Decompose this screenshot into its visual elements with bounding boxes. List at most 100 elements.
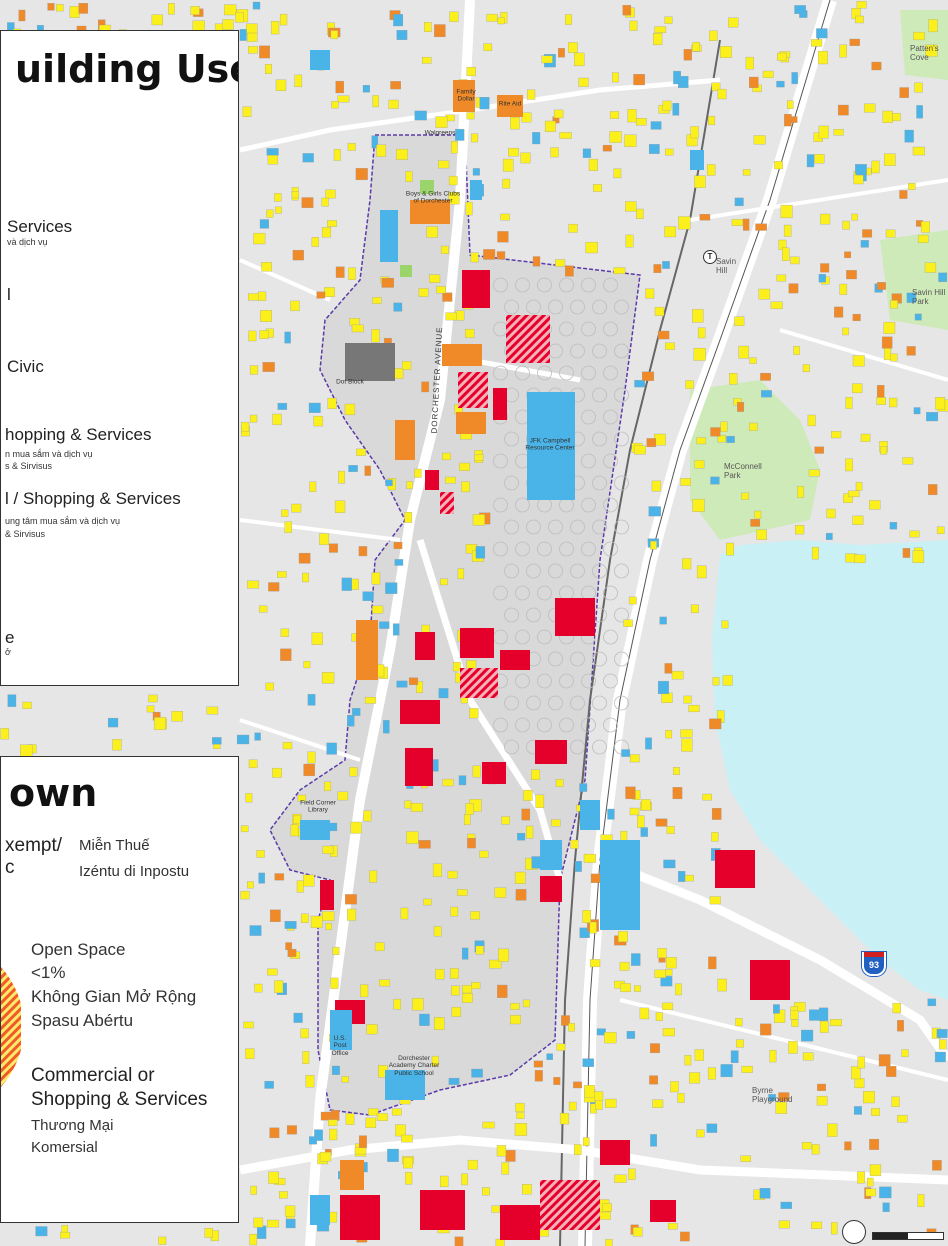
parking-circle <box>515 365 530 381</box>
parking-circle <box>526 563 541 579</box>
residential-building <box>692 498 705 512</box>
residential-building <box>516 1112 525 1119</box>
parking-circle <box>504 519 519 535</box>
exempt-label-2: c <box>5 857 15 878</box>
residential-building <box>683 49 692 61</box>
residential-building <box>582 148 592 158</box>
residential-building <box>670 1081 679 1093</box>
residential-building <box>914 82 923 93</box>
civic-buildings <box>300 50 704 1225</box>
residential-building <box>680 1231 690 1242</box>
residential-building <box>867 1177 874 1187</box>
residential-building <box>532 256 541 267</box>
parking-circle <box>548 563 563 579</box>
highway-ramp <box>598 855 948 1063</box>
residential-building <box>514 1123 528 1136</box>
parking-circle <box>559 277 574 293</box>
residential-building <box>878 1054 891 1067</box>
residential-building <box>240 890 250 900</box>
residential-building <box>301 197 314 208</box>
open-space-vi: Không Gian Mở Rộng <box>31 987 197 1006</box>
residential-building <box>882 110 893 123</box>
residential-building <box>787 100 794 109</box>
residential-building <box>685 380 694 389</box>
residential-building <box>277 571 287 578</box>
residential-building <box>391 1108 402 1116</box>
residential-building <box>418 840 431 849</box>
residential-building <box>429 274 441 283</box>
residential-building <box>324 287 335 297</box>
residential-building <box>281 509 289 517</box>
residential-building <box>527 89 536 100</box>
parking-circle <box>581 497 596 513</box>
residential-building <box>791 1019 799 1027</box>
residential-building <box>275 206 282 214</box>
residential-building <box>521 808 531 821</box>
parking-circle <box>515 585 530 601</box>
residential-building <box>277 402 288 410</box>
residential-building <box>573 1081 582 1089</box>
residential-building <box>881 336 893 349</box>
residential-building <box>711 808 722 820</box>
residential-building <box>795 525 805 535</box>
residential-building <box>842 327 849 336</box>
residential-building <box>646 438 657 448</box>
residential-building <box>721 620 729 629</box>
residential-building <box>531 769 541 780</box>
residential-building <box>369 870 378 883</box>
parking-circle <box>570 343 585 359</box>
parking-circle <box>515 673 530 689</box>
residential-building <box>471 982 481 989</box>
residential-building <box>755 223 767 231</box>
residential-building <box>846 270 857 280</box>
residential-building <box>381 277 394 288</box>
residential-building <box>877 282 886 290</box>
residential-building <box>820 263 830 273</box>
residential-building <box>777 52 787 61</box>
residential-building <box>711 82 721 91</box>
residential-building <box>720 421 728 432</box>
residential-building <box>565 265 574 277</box>
residential-building <box>652 1099 664 1108</box>
residential-building <box>865 1188 877 1197</box>
residential-building <box>753 135 766 145</box>
parking-circle <box>603 497 618 513</box>
residential-building <box>690 604 699 614</box>
residential-building <box>320 1111 333 1121</box>
residential-building <box>526 825 534 839</box>
road-west-1 <box>239 258 331 302</box>
residential-building <box>319 533 330 546</box>
legend-item-label: l <box>7 285 11 304</box>
residential-building <box>371 135 379 149</box>
residential-building <box>819 1007 829 1021</box>
residential-building <box>454 1236 464 1246</box>
residential-building <box>344 403 356 416</box>
residential-building <box>876 397 886 405</box>
residential-building <box>899 87 909 98</box>
residential-building <box>588 158 598 171</box>
residential-building <box>918 234 929 243</box>
residential-building <box>328 1119 338 1127</box>
residential-building <box>920 221 930 233</box>
residential-building <box>532 132 541 145</box>
residential-building <box>754 510 762 519</box>
residential-building <box>717 435 726 443</box>
parking-circle <box>515 541 530 557</box>
residential-building <box>259 330 269 339</box>
residential-building <box>242 106 252 117</box>
residential-building <box>844 1141 852 1151</box>
residential-building <box>497 984 508 998</box>
parking-circle <box>493 453 508 469</box>
residential-building <box>692 309 704 323</box>
road-dorchester-ave <box>305 0 475 1246</box>
residential-building <box>464 814 471 825</box>
residential-building <box>355 168 368 181</box>
parking-circle <box>603 365 618 381</box>
residential-building <box>871 61 882 71</box>
residential-building <box>265 64 272 74</box>
parking-circle <box>614 607 629 623</box>
residential-building <box>738 345 749 359</box>
residential-building <box>650 121 662 130</box>
